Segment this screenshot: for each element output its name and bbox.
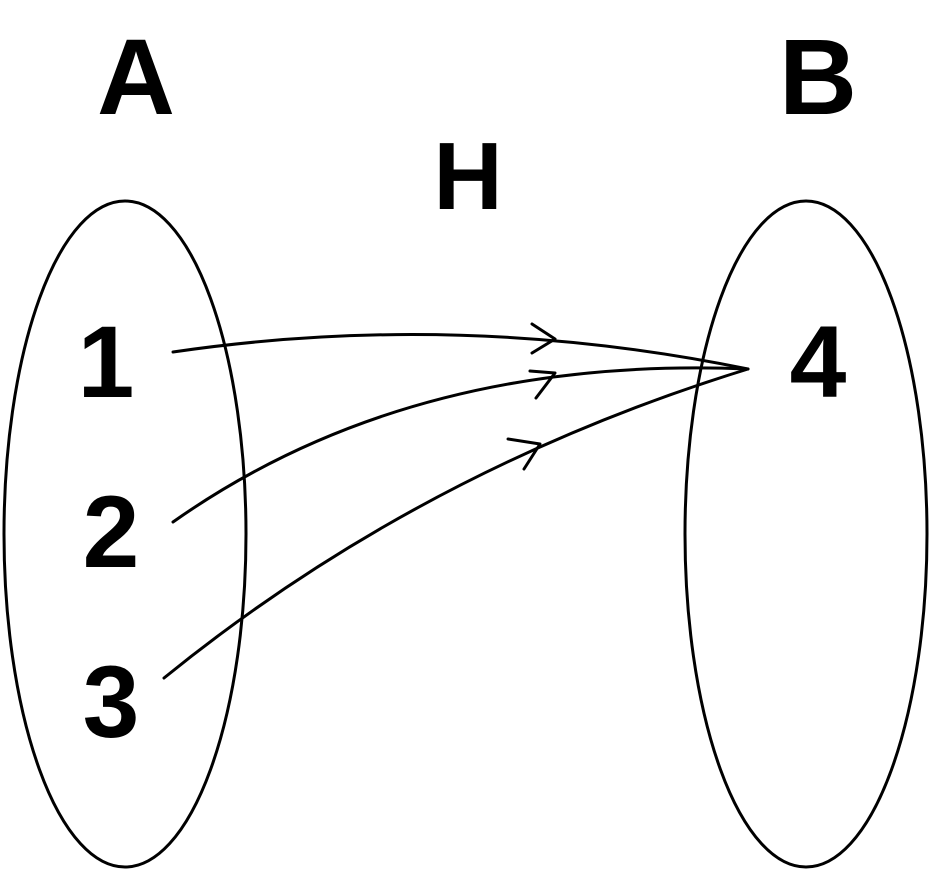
set-a-element-1: 1	[78, 305, 135, 419]
mapping-arrow-2-to-4	[171, 366, 750, 524]
arrowhead-3	[506, 437, 542, 471]
function-label: H	[433, 123, 502, 230]
mapping-arrow-3-to-4	[162, 367, 750, 680]
arrowhead-1	[530, 322, 557, 355]
set-b-ellipse	[683, 199, 929, 869]
arrowhead-2	[528, 369, 557, 400]
set-a-element-3: 3	[83, 645, 140, 759]
mapping-arrow-1-to-4	[171, 333, 750, 371]
set-a-element-2: 2	[83, 475, 140, 589]
set-a-label: A	[97, 16, 175, 137]
set-b-element-4: 4	[790, 305, 847, 419]
set-a-ellipse	[2, 199, 248, 869]
set-b-label: B	[779, 16, 857, 137]
